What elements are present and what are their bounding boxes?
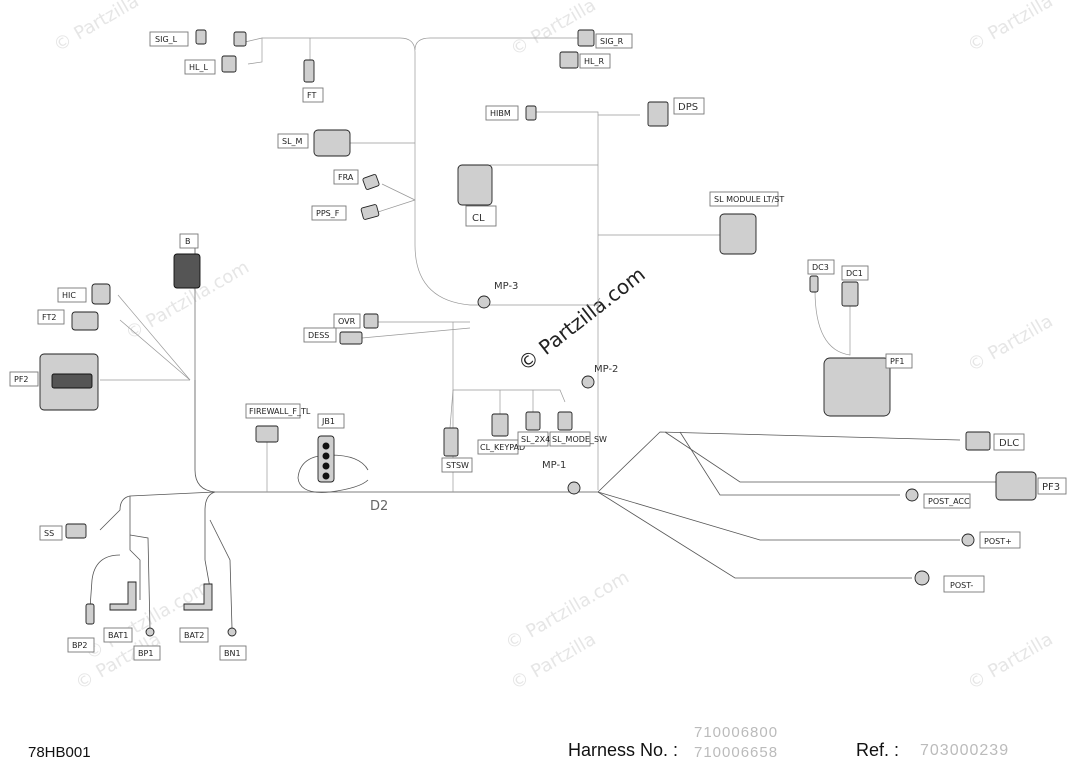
harness-number-1: 710006800: [694, 724, 779, 741]
dc1-connector: [841, 281, 859, 307]
fra-connector: [362, 174, 380, 190]
label-mp3: MP-3: [494, 281, 518, 292]
label-mp1: MP-1: [542, 460, 566, 471]
label-post-plus: POST+: [984, 537, 1012, 546]
label-dlc: DLC: [999, 438, 1019, 449]
sig-l-lamp-connector: [233, 31, 247, 47]
ft-connector: [303, 59, 315, 83]
label-sl-2x4: SL_2X4: [521, 435, 550, 444]
mp2-connector: [581, 375, 595, 389]
label-bp1: BP1: [138, 649, 153, 658]
label-sl-mode-sw: SL_MODE_SW: [552, 435, 607, 444]
label-sl-module: SL MODULE LT/ST: [714, 195, 784, 204]
label-dc3: DC3: [812, 263, 829, 272]
stsw-connector: [443, 427, 459, 457]
label-dess: DESS: [308, 331, 329, 340]
cl-keypad-connector: [491, 413, 509, 437]
label-bn1: BN1: [224, 649, 241, 658]
mp3-connector: [477, 295, 491, 309]
bn1-terminal: [227, 627, 237, 637]
dess-connector: [339, 331, 363, 345]
watermark-center: © Partzilla.com: [513, 262, 649, 376]
label-hic: HIC: [62, 291, 76, 300]
hl-l-connector: [221, 55, 237, 73]
hl-r-connector: [559, 51, 579, 69]
post-acc-terminal: [905, 488, 919, 502]
label-pf2: PF2: [14, 375, 29, 384]
watermark-layer: © Partzilla © Partzilla © Partzilla © Pa…: [50, 0, 1057, 694]
sl-mode-sw-connector: [557, 411, 573, 431]
label-hl-r: HL_R: [584, 57, 604, 66]
label-bat2: BAT2: [184, 631, 204, 640]
label-pf1: PF1: [890, 357, 905, 366]
label-hibm: HIBM: [490, 109, 511, 118]
label-sl-m: SL_M: [282, 137, 303, 146]
harness-number-label: Harness No. :: [568, 740, 679, 760]
ovr-connector: [363, 313, 379, 329]
watermark-mid-right: © Partzilla: [964, 311, 1057, 377]
bp2-connector: [85, 603, 95, 625]
label-d2: D2: [370, 499, 388, 514]
connector-shapes: [39, 29, 1037, 637]
label-sig-l: SIG_L: [155, 35, 178, 44]
label-jb1: JB1: [321, 417, 335, 426]
label-ovr: OVR: [338, 317, 356, 326]
label-fra: FRA: [338, 173, 354, 182]
watermark-top-right: © Partzilla: [964, 0, 1057, 56]
b-connector: [173, 253, 201, 289]
label-post-acc: POST_ACC: [928, 497, 970, 506]
hic-connector: [91, 283, 111, 305]
label-cl: CL: [472, 213, 485, 224]
label-pf3: PF3: [1042, 482, 1060, 493]
post-plus-terminal: [961, 533, 975, 547]
sl-m-connector: [313, 129, 351, 157]
ss-connector: [65, 523, 87, 539]
ft2-connector: [71, 311, 99, 331]
label-ft: FT: [307, 91, 316, 100]
reference-label: Ref. :: [856, 740, 900, 760]
sl-2x4-connector: [525, 411, 541, 431]
dps-connector: [647, 101, 669, 127]
post-minus-terminal: [914, 570, 930, 586]
harness-number-2: 710006658: [694, 744, 779, 761]
label-stsw: STSW: [446, 461, 469, 470]
label-sig-r: SIG_R: [600, 37, 624, 46]
label-b: B: [185, 237, 191, 246]
hibm-connector: [525, 105, 537, 121]
label-ft2: FT2: [42, 313, 56, 322]
label-cl-keypad: CL_KEYPAD: [480, 443, 525, 452]
watermark-bottom-right: © Partzilla: [964, 629, 1057, 695]
dc3-connector: [809, 275, 819, 293]
label-mp2: MP-2: [594, 364, 618, 375]
label-post-minus: POST-: [950, 581, 973, 590]
pf2-inner: [51, 373, 93, 389]
pf3-connector: [995, 471, 1037, 501]
watermark-top-left: © Partzilla: [50, 0, 143, 56]
bp1-terminal: [145, 627, 155, 637]
bat2-terminal: [183, 583, 213, 611]
component-labels: SIG_L HL_L FT SIG_R HL_R HIBM DPS SL_M F…: [9, 31, 1067, 661]
pps-f-connector: [360, 204, 380, 220]
label-hl-l: HL_L: [189, 63, 208, 72]
label-dps: DPS: [678, 102, 698, 113]
reference-value: 703000239: [920, 742, 1010, 759]
label-bat1: BAT1: [108, 631, 128, 640]
mp1-connector: [567, 481, 581, 495]
label-ss: SS: [44, 529, 54, 538]
sl-module-connector: [719, 213, 757, 255]
dlc-connector: [965, 431, 991, 451]
label-firewall: FIREWALL_F_TL: [249, 407, 311, 416]
pf1-connector: [823, 357, 891, 417]
label-pps-f: PPS_F: [316, 209, 340, 218]
cl-connector: [457, 164, 493, 206]
sig-l-connector: [195, 29, 207, 45]
label-dc1: DC1: [846, 269, 863, 278]
firewall-connector: [255, 425, 279, 443]
bat1-terminal: [109, 581, 137, 611]
figure-code: 78HB001: [28, 744, 91, 761]
label-bp2: BP2: [72, 641, 87, 650]
sig-r-connector: [577, 29, 595, 47]
